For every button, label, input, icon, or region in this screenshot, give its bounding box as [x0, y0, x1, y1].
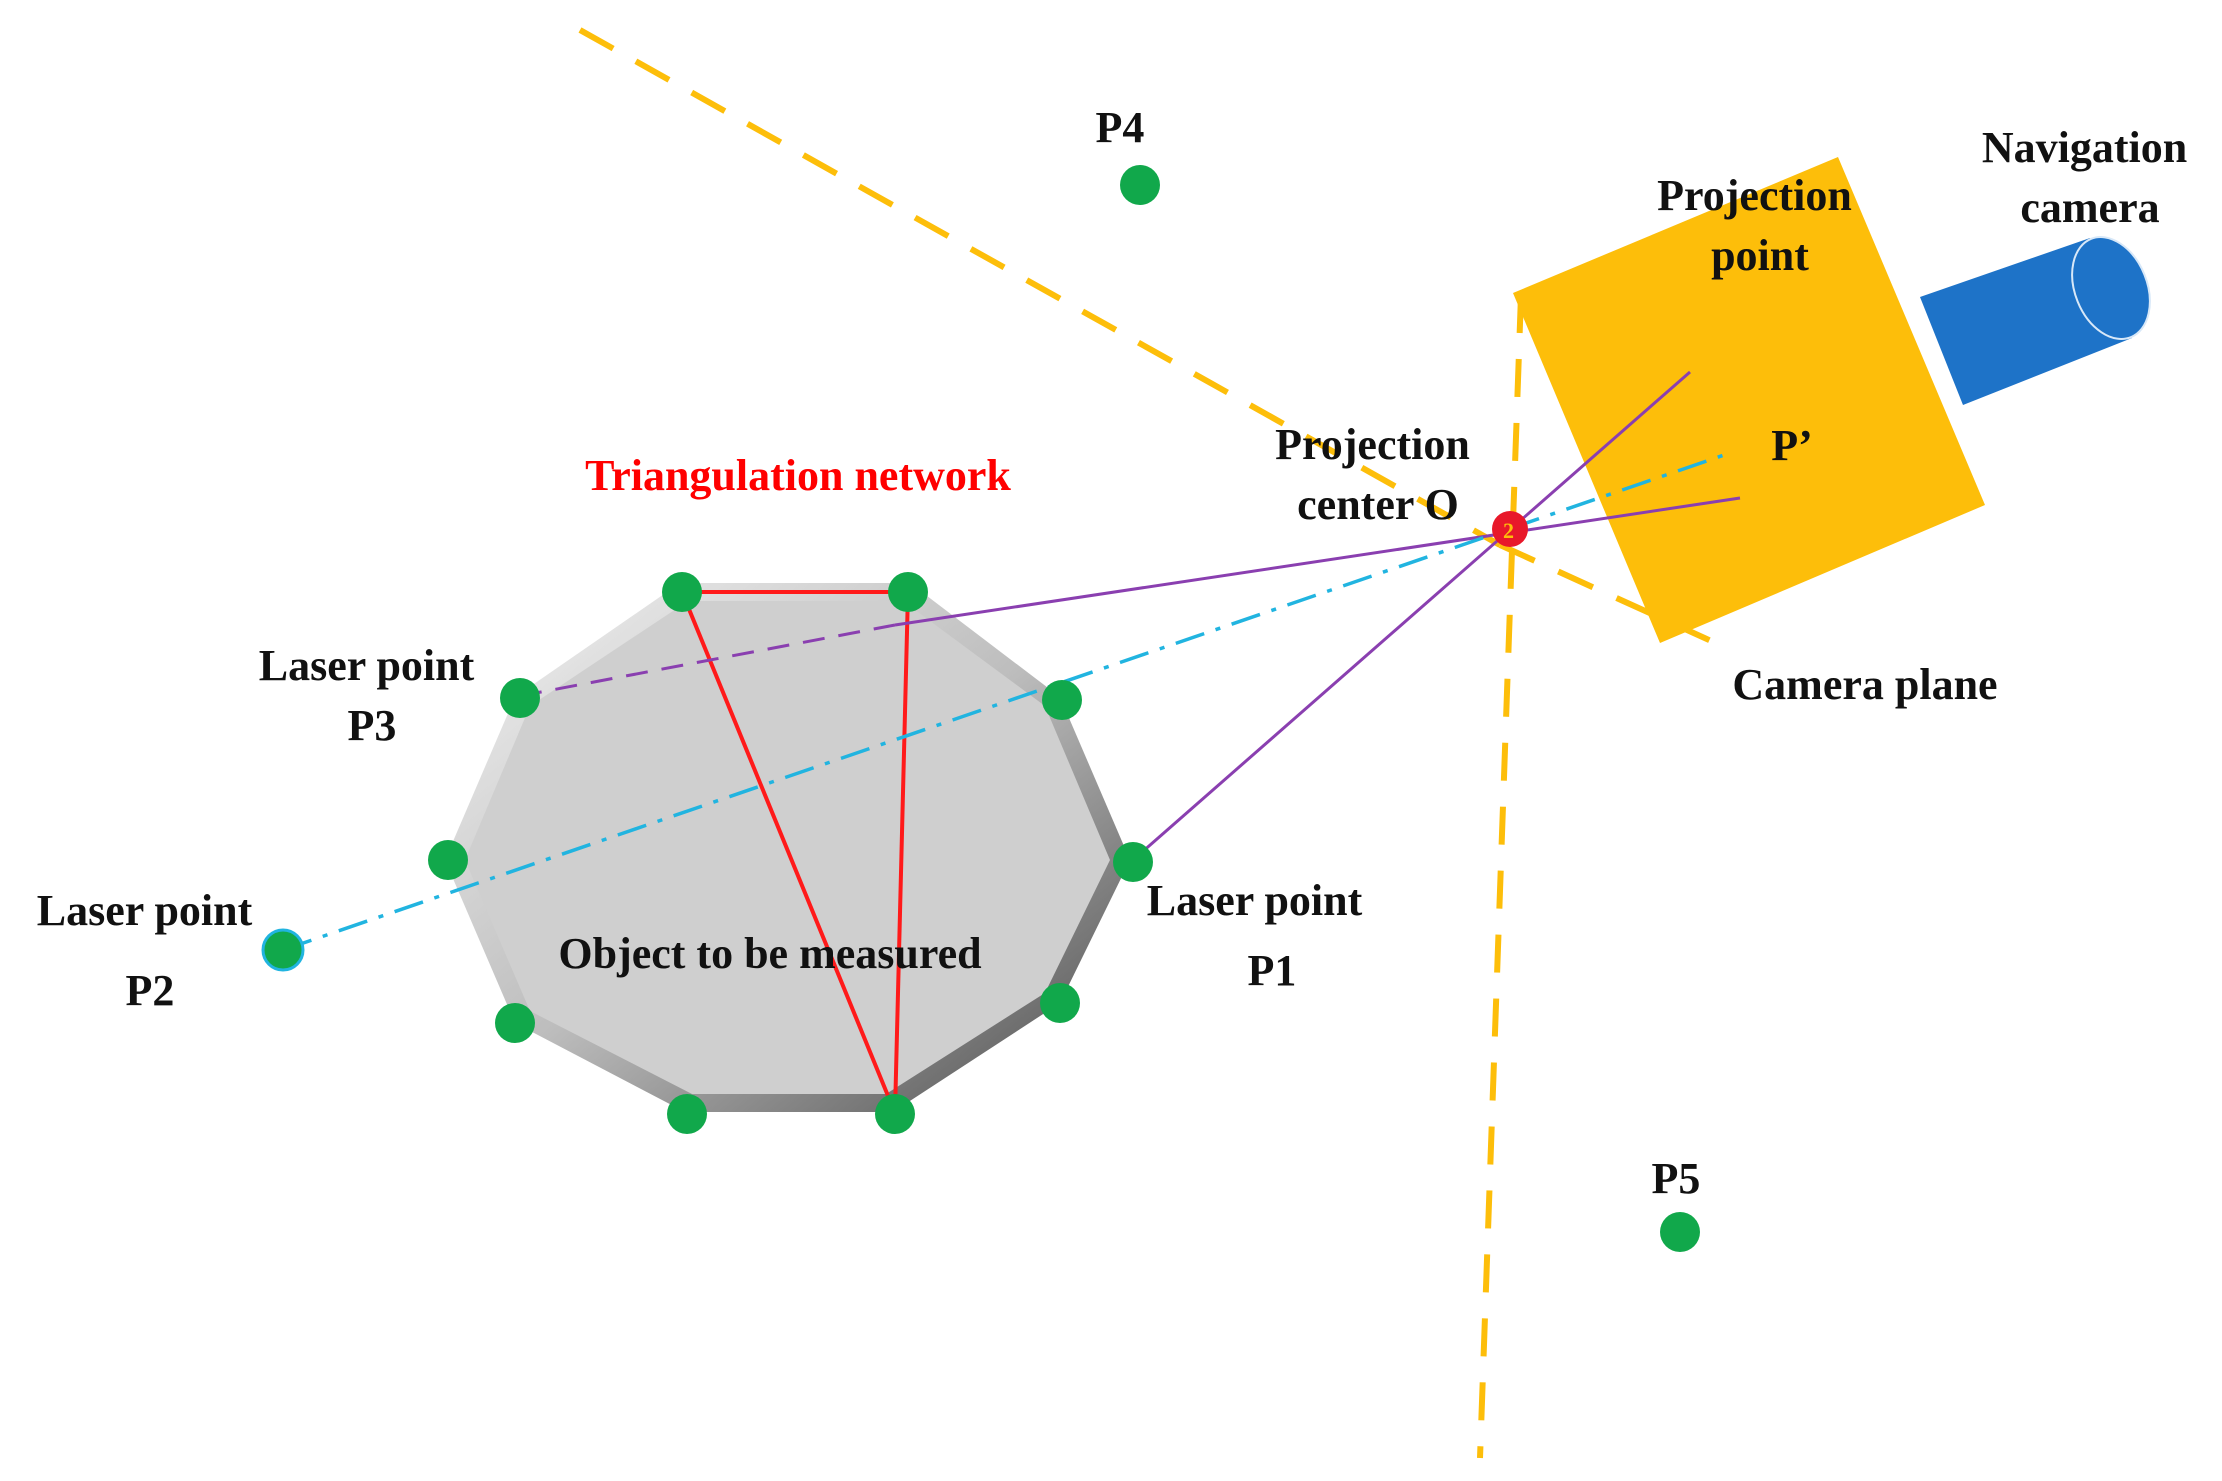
triangulation-network	[680, 590, 910, 1114]
label-laser-point-p1-line2: P1	[1248, 946, 1297, 995]
label-projection-center-line2: center O	[1297, 480, 1459, 529]
navigation-camera-lens	[1920, 236, 2151, 405]
label-navigation-camera-line1: Navigation	[1982, 123, 2187, 172]
marker-bottom-right	[875, 1094, 915, 1134]
marker-p2	[261, 928, 305, 972]
marker-p1	[1113, 842, 1153, 882]
projection-center-dot	[1492, 511, 1528, 547]
camera-body	[1513, 157, 1985, 643]
ray-p3-solid	[894, 496, 1741, 627]
label-object-to-be-measured: Object to be measured	[558, 929, 981, 978]
label-triangulation-network: Triangulation network	[585, 451, 1011, 500]
label-laser-point-p1: Laser point P1	[1147, 876, 1374, 995]
label-p-prime: P’	[1771, 421, 1813, 470]
label-camera-plane: Camera plane	[1732, 660, 1997, 709]
marker-lower-right	[1040, 983, 1080, 1023]
label-laser-point-p3: Laser point P3	[259, 641, 486, 750]
label-laser-point-p3-line1: Laser point	[259, 641, 475, 690]
dashed-line-upper	[578, 27, 1502, 548]
label-projection-center: Projection center O	[1275, 420, 1481, 529]
projection-center-glyph: 2	[1503, 518, 1514, 543]
marker-p3	[500, 678, 540, 718]
marker-upper-right	[1042, 680, 1082, 720]
marker-p5	[1660, 1212, 1700, 1252]
marker-top-left	[662, 572, 702, 612]
label-projection-center-line1: Projection	[1275, 420, 1470, 469]
triangle-edge-right	[893, 591, 910, 1114]
marker-p4	[1120, 165, 1160, 205]
ray-p3-dashed	[519, 623, 896, 698]
marker-left	[428, 840, 468, 880]
purple-rays	[519, 370, 1741, 862]
label-navigation-camera: Navigation camera	[1982, 123, 2198, 232]
triangle-edge-left	[680, 591, 897, 1114]
dashed-line-vertical	[1477, 294, 1524, 1459]
marker-top-right	[888, 572, 928, 612]
marker-bottom-left	[667, 1094, 707, 1134]
label-laser-point-p3-line2: P3	[348, 701, 397, 750]
label-projection-point-line2: point	[1711, 231, 1809, 280]
projection-center-marker: 2	[1492, 511, 1528, 547]
ray-p2-dashdot	[282, 451, 1731, 952]
label-p5: P5	[1652, 1154, 1701, 1203]
label-laser-point-p2: Laser point P2	[37, 886, 264, 1015]
label-projection-point-line1: Projection	[1657, 171, 1852, 220]
label-p4: P4	[1096, 103, 1145, 152]
label-projection-point: Projection point	[1657, 171, 1863, 280]
labels: P4 P5 Projection point Navigation camera…	[37, 103, 2198, 1203]
label-laser-point-p2-line2: P2	[126, 966, 175, 1015]
label-navigation-camera-line2: camera	[2020, 183, 2159, 232]
ray-p1	[1132, 370, 1691, 862]
lens-end	[2071, 236, 2151, 340]
label-laser-point-p2-line1: Laser point	[37, 886, 253, 935]
laser-markers	[261, 165, 1700, 1252]
label-laser-point-p1-line1: Laser point	[1147, 876, 1363, 925]
marker-lower-left	[495, 1003, 535, 1043]
